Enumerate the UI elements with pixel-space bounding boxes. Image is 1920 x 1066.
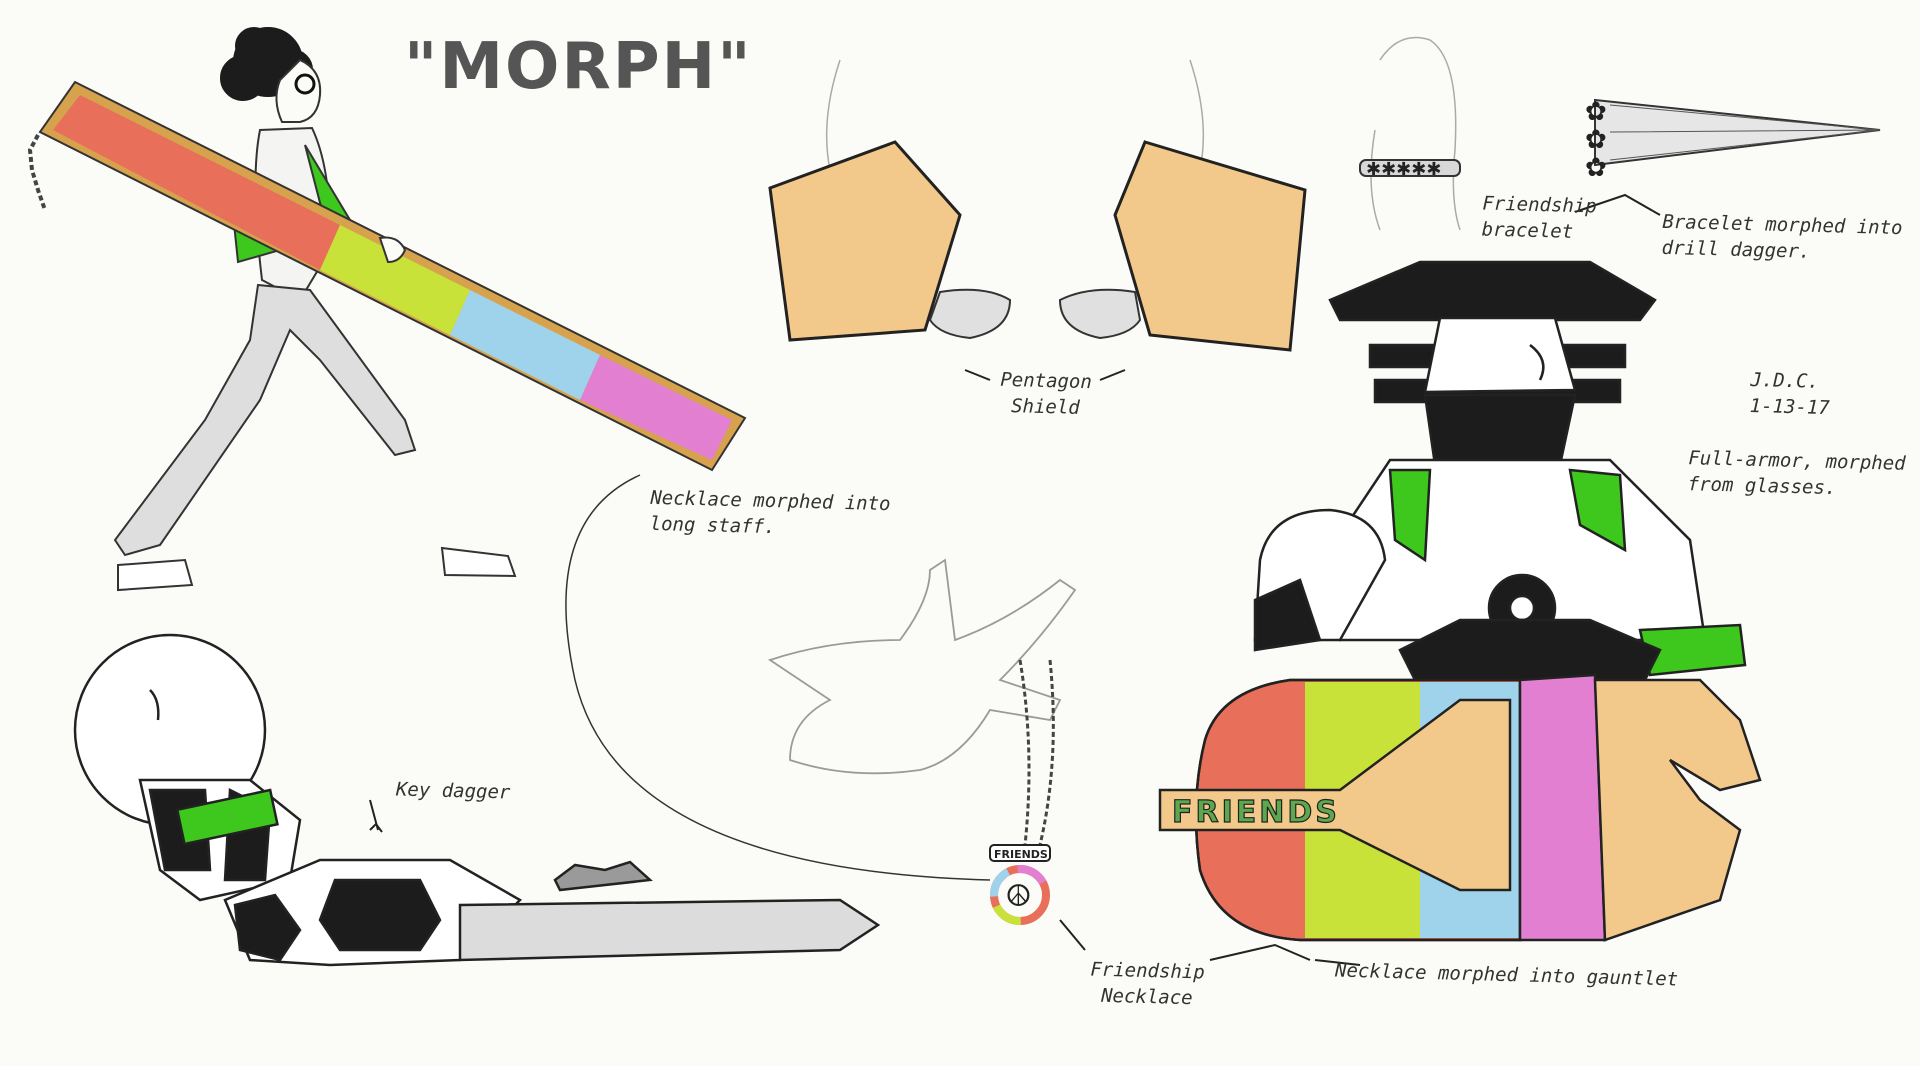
key-dagger-caption: Key dagger xyxy=(395,778,511,804)
staff-chain xyxy=(27,134,47,211)
character-shoe-back xyxy=(117,558,194,592)
arm-green-band xyxy=(175,788,279,846)
helmet-brim xyxy=(1328,260,1657,322)
bracelet-caption: Friendship bracelet xyxy=(1481,192,1597,243)
drill-flower-icon: ✿ xyxy=(1585,97,1607,127)
svg-text:✿: ✿ xyxy=(1585,125,1607,155)
armor-caption: Full-armor, morphed from glasses. xyxy=(1687,447,1906,500)
armor-green-left xyxy=(1388,468,1432,563)
character-shoe-front xyxy=(440,546,517,578)
shield-fist-right xyxy=(1058,288,1142,340)
key-dagger-arm xyxy=(73,633,523,967)
page-title: "MORPH" xyxy=(404,30,753,104)
glasses-icon xyxy=(294,73,316,95)
peace-sign-icon: ☮ xyxy=(1005,879,1032,914)
bracelet-star-icon: ✱✱✱✱✱ xyxy=(1366,159,1441,180)
wrist-sketch xyxy=(1370,36,1461,231)
pendant-tag-text: FRIENDS xyxy=(994,848,1048,861)
staff-segment-red xyxy=(53,95,340,270)
svg-text:✿: ✿ xyxy=(1585,153,1607,183)
character-hand xyxy=(378,236,407,264)
staff-caption: Necklace morphed into long staff. xyxy=(649,486,891,539)
pentagon-shield-left xyxy=(768,140,962,342)
shield-caption: Pentagon Shield xyxy=(1000,368,1093,419)
gauntlet-segment-pink xyxy=(1518,673,1607,942)
key-dagger xyxy=(458,860,881,962)
gauntlet-claw xyxy=(1593,678,1762,942)
signature: J.D.C. 1-13-17 xyxy=(1749,368,1831,420)
character-pants xyxy=(113,283,417,557)
full-armor xyxy=(1253,260,1747,692)
drill-caption: Bracelet morphed into drill dagger. xyxy=(1661,210,1903,263)
staff-segment-pink xyxy=(580,355,732,460)
friendship-bracelet: ✱✱✱✱✱ xyxy=(1359,159,1461,180)
necklace-chain xyxy=(1018,659,1055,846)
rainbow-gauntlet xyxy=(1158,673,1762,942)
pentagon-shield-right xyxy=(1113,140,1307,352)
staff-segment-yellow xyxy=(320,225,470,335)
drill-dagger: ✿ ✿ ✿ xyxy=(1585,97,1881,183)
key-dagger-blade xyxy=(458,898,881,962)
rainbow-staff xyxy=(27,80,747,472)
reaching-hand xyxy=(767,558,1077,775)
character-hair xyxy=(220,27,313,101)
helmet-visor xyxy=(1423,316,1577,394)
friendship-necklace-pendant: FRIENDS ☮ xyxy=(989,844,1051,925)
shield-fist-left xyxy=(928,288,1012,340)
staff-segment-blue xyxy=(450,290,600,400)
key-dagger-teeth xyxy=(553,860,653,892)
armor-green-right xyxy=(1568,468,1627,553)
gauntlet-friends-text: FRIENDS xyxy=(1172,795,1340,830)
gauntlet-band xyxy=(1158,698,1512,892)
necklace-caption: Friendship Necklace xyxy=(1090,958,1205,1010)
connector-staff-necklace xyxy=(565,474,991,881)
